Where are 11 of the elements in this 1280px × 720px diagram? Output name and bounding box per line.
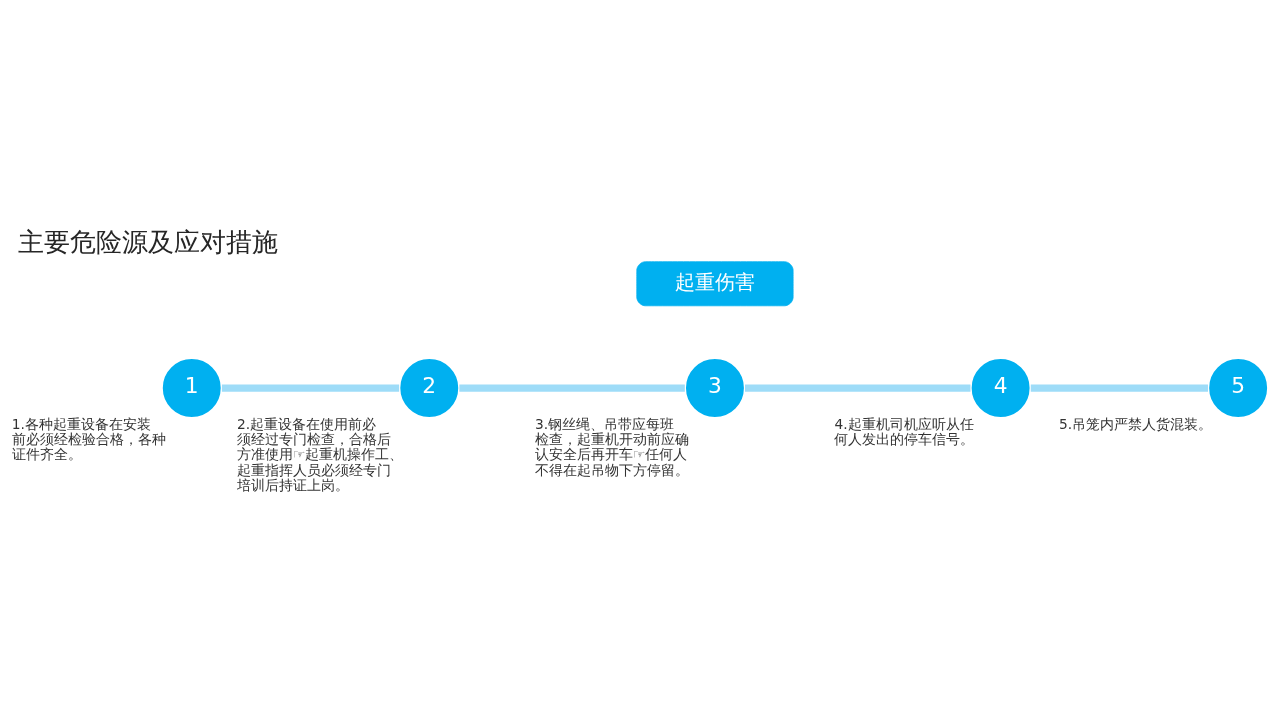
connector [1030,383,1208,392]
node-box: 起重伤害 [636,260,794,306]
connector [221,383,400,392]
node-circle: 1 [160,356,223,419]
connector [745,383,971,392]
node-circle: 3 [683,356,747,419]
diagram-title: 主要危险源及应对措施 [18,226,279,257]
connector [459,383,685,392]
node-circle: 2 [398,356,461,419]
node-circle: 5 [1207,356,1270,419]
node-circle: 4 [969,356,1032,419]
